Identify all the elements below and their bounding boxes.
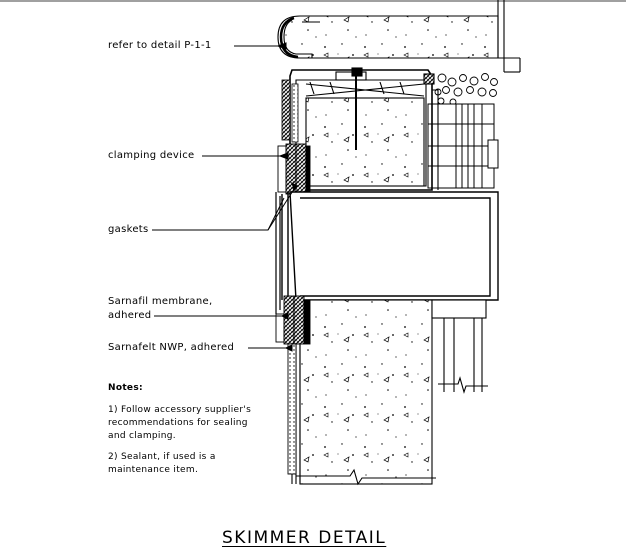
membrane-line: [275, 192, 281, 314]
lower-wall: [291, 299, 488, 486]
label-gaskets: gaskets: [108, 224, 149, 235]
label-clamping-device: clamping device: [108, 150, 195, 161]
note1-line1: 1) Follow accessory supplier's: [108, 405, 252, 415]
label-sarnafelt: Sarnafelt NWP, adhered: [108, 342, 235, 353]
note2-line2: maintenance item.: [108, 465, 199, 475]
top-coping: [277, 0, 521, 73]
leader-lines: [152, 42, 298, 352]
drawing-title: SKIMMER DETAIL: [222, 528, 387, 548]
note1-line3: and clamping.: [108, 431, 176, 441]
skimmer-box: [289, 67, 439, 191]
note2-line1: 2) Sealant, if used is a: [108, 452, 216, 462]
label-membrane-line2: adhered: [108, 310, 152, 321]
note1-line2: recommendations for sealing: [108, 418, 248, 428]
skimmer-pipe: [281, 191, 499, 301]
gravel-fill: [434, 73, 498, 106]
wood-blocking: [427, 103, 499, 189]
lower-clamping-assembly: [275, 295, 311, 475]
upper-side-hatch: [281, 79, 299, 143]
notes-heading: Notes:: [108, 383, 143, 393]
label-refer-detail: refer to detail P-1-1: [108, 40, 212, 51]
label-membrane-line1: Sarnafil membrane,: [108, 296, 213, 307]
